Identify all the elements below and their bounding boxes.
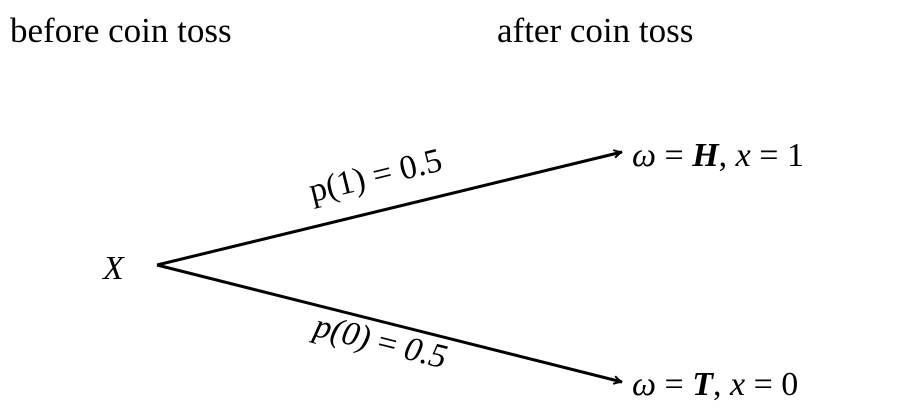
outcome-tails: ω = T, x = 0 bbox=[632, 366, 798, 403]
outcome-heads: ω = H, x = 1 bbox=[632, 137, 804, 174]
header-after: after coin toss bbox=[497, 11, 693, 50]
branch-edge-heads bbox=[156, 149, 623, 267]
branch-edge-tails bbox=[156, 263, 623, 385]
edge-label-tails: p(0) = 0.5 bbox=[308, 307, 450, 376]
root-node-label: X bbox=[101, 250, 125, 287]
header-before: before coin toss bbox=[10, 11, 232, 50]
